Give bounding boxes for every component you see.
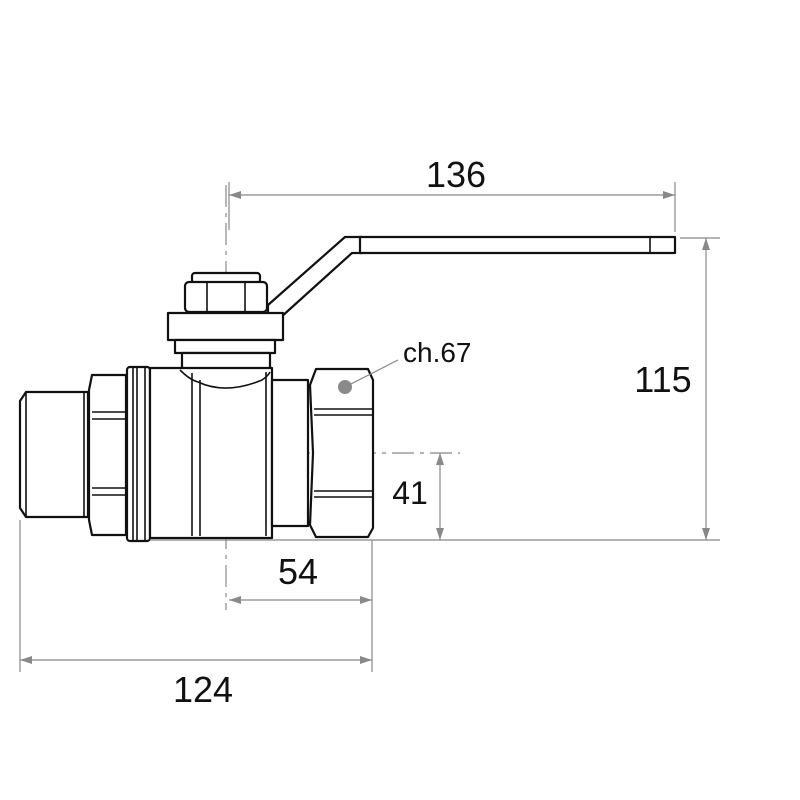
valve-body bbox=[148, 366, 274, 540]
dim-overall-height: 115 bbox=[634, 359, 691, 400]
dim-handle-length: 136 bbox=[426, 154, 486, 195]
left-hex-nut bbox=[87, 373, 128, 537]
dim-center-to-end: 54 bbox=[278, 551, 318, 592]
stem-flange bbox=[166, 311, 285, 374]
dimension-lines bbox=[19, 182, 720, 672]
lever-handle bbox=[266, 235, 677, 320]
male-thread-end bbox=[18, 390, 90, 519]
right-hex-end bbox=[308, 367, 375, 539]
callout-leader bbox=[344, 359, 399, 388]
hex-size-callout: ch.67 bbox=[403, 337, 472, 368]
union-ring bbox=[125, 365, 152, 543]
dim-overall-length: 124 bbox=[173, 669, 233, 710]
valve-outlet bbox=[270, 378, 310, 528]
dim-center-height: 41 bbox=[392, 475, 428, 511]
stem-nut bbox=[183, 271, 269, 314]
